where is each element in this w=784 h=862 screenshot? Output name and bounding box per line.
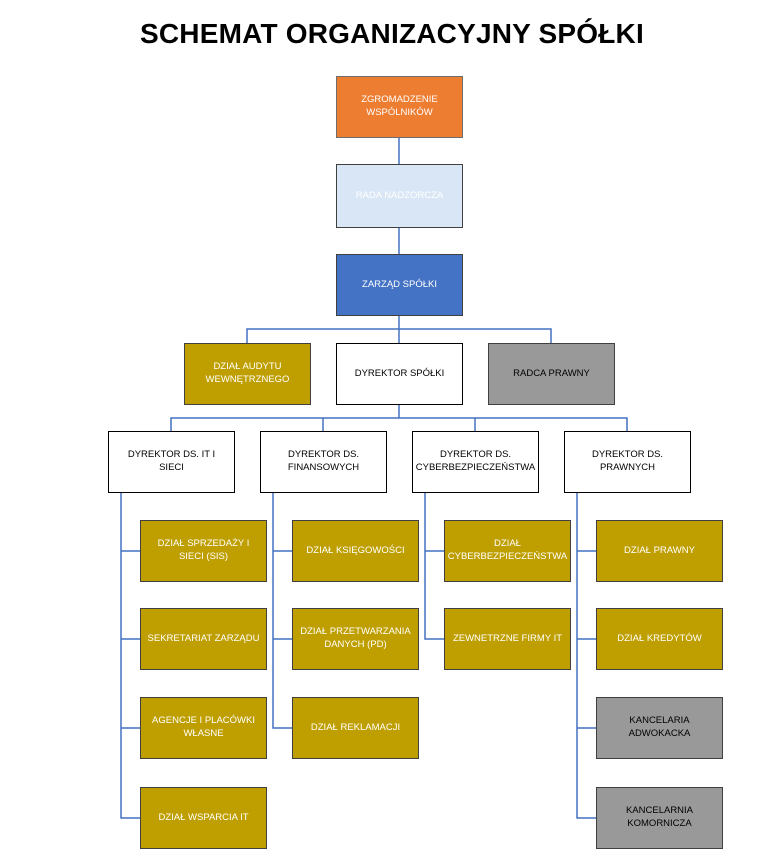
box-dzial-ksiegowosci: DZIAŁ KSIĘGOWOŚCI (292, 520, 419, 582)
box-kancelaria-adwokacka: KANCELARIA ADWOKACKA (596, 697, 723, 759)
box-sekretariat-zarzadu: SEKRETARIAT ZARZĄDU (140, 608, 267, 670)
box-zarzad-spolki: ZARZĄD SPÓŁKI (336, 254, 463, 316)
box-dyrektor-spolki: DYREKTOR SPÓŁKI (336, 343, 463, 405)
box-dzial-cyberbezpieczenstwa: DZIAŁ CYBERBEZPIECZEŃSTWA (444, 520, 571, 582)
box-dyrektor-prawne: DYREKTOR DS. PRAWNYCH (564, 431, 691, 493)
box-dzial-sprzedazy: DZIAŁ SPRZEDAŻY I SIECI (SIS) (140, 520, 267, 582)
box-dzial-reklamacji: DZIAŁ REKLAMACJI (292, 697, 419, 759)
chart-title: SCHEMAT ORGANIZACYJNY SPÓŁKI (140, 18, 644, 49)
box-agencje-placowki: AGENCJE I PLACÓWKI WŁASNE (140, 697, 267, 759)
box-dzial-wsparcia-it: DZIAŁ WSPARCIA IT (140, 787, 267, 849)
box-kancelarnia-komornicza: KANCELARNIA KOMORNICZA (596, 787, 723, 849)
box-zewnetrzne-firmy-it: ZEWNETRZNE FIRMY IT (444, 608, 571, 670)
box-rada-nadzorcza: RADA NADZORCZA (336, 164, 463, 228)
box-dyrektor-it: DYREKTOR DS. IT I SIECI (108, 431, 235, 493)
box-dyrektor-cyber: DYREKTOR DS. CYBERBEZPIECZEŃSTWA (412, 431, 539, 493)
box-radca-prawny: RADCA PRAWNY (488, 343, 615, 405)
box-zgromadzenie-wspolnikow: ZGROMADZENIE WSPÓLNIKÓW (336, 76, 463, 138)
box-dyrektor-finanse: DYREKTOR DS. FINANSOWYCH (260, 431, 387, 493)
box-dzial-prawny: DZIAŁ PRAWNY (596, 520, 723, 582)
box-dzial-przetwarzania-danych: DZIAŁ PRZETWARZANIA DANYCH (PD) (292, 608, 419, 670)
box-dzial-audytu: DZIAŁ AUDYTU WEWNĘTRZNEGO (184, 343, 311, 405)
box-dzial-kredytow: DZIAŁ KREDYTÓW (596, 608, 723, 670)
